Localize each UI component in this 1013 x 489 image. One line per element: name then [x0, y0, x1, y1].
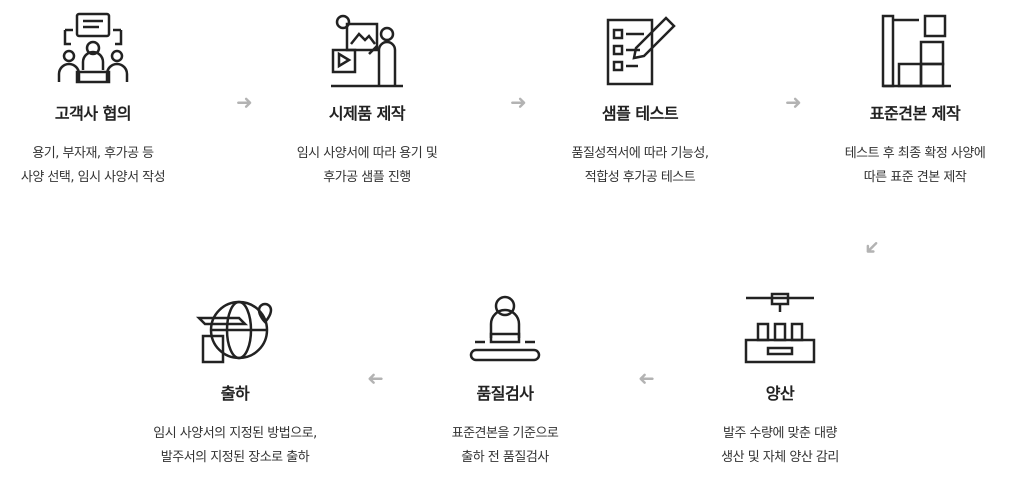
description-line: 임시 사양서에 따라 용기 및	[296, 146, 438, 161]
checklist-icon	[606, 16, 676, 86]
description-line: 표준견본을 기준으로	[451, 426, 559, 441]
arrow-right-icon: ➜	[510, 90, 527, 114]
step-title: 시제품 제작	[328, 104, 406, 123]
step-description: 임시 사양서의 지정된 방법으로, 발주서의 지정된 장소로 출하	[100, 422, 370, 470]
arrow-right-icon: ➜	[236, 90, 253, 114]
global-shipping-icon	[195, 300, 273, 364]
inspector-icon	[469, 295, 541, 362]
arrow-left-icon: ➜	[638, 366, 655, 390]
description-line: 적합성 후가공 테스트	[584, 170, 696, 185]
step-title: 표준견본 제작	[869, 104, 961, 123]
production-line-icon	[744, 292, 816, 364]
step-description: 품질성적서에 따라 기능성, 적합성 후가공 테스트	[505, 142, 775, 190]
step-title: 고객사 협의	[54, 104, 132, 123]
meeting-icon	[57, 12, 129, 84]
step-title: 양산	[765, 384, 795, 403]
description-line: 따른 표준 견본 제작	[863, 170, 967, 185]
arrow-down-left-icon: ➜	[857, 233, 887, 263]
boxes-icon	[881, 14, 951, 88]
presentation-icon	[331, 14, 403, 88]
description-line: 발주서의 지정된 장소로 출하	[160, 450, 310, 465]
description-line: 발주 수량에 맞춘 대량	[722, 426, 838, 441]
step-title: 품질검사	[476, 384, 534, 403]
step-sample-test: 샘플 테스트 품질성적서에 따라 기능성, 적합성 후가공 테스트	[505, 10, 775, 190]
description-line: 용기, 부자재, 후가공 등	[32, 146, 154, 161]
description-line: 생산 및 자체 양산 감리	[721, 450, 839, 465]
description-line: 후가공 샘플 진행	[323, 170, 411, 185]
description-line: 출하 전 품질검사	[461, 450, 549, 465]
arrow-right-icon: ➜	[785, 90, 802, 114]
description-line: 품질성적서에 따라 기능성,	[571, 146, 709, 161]
step-title: 출하	[220, 384, 250, 403]
step-shipping: 출하 임시 사양서의 지정된 방법으로, 발주서의 지정된 장소로 출하	[100, 290, 370, 470]
description-line: 임시 사양서의 지정된 방법으로,	[153, 426, 317, 441]
description-line: 테스트 후 최종 확정 사양에	[844, 146, 986, 161]
description-line: 사양 선택, 임시 사양서 작성	[20, 170, 166, 185]
step-title: 샘플 테스트	[601, 104, 679, 123]
